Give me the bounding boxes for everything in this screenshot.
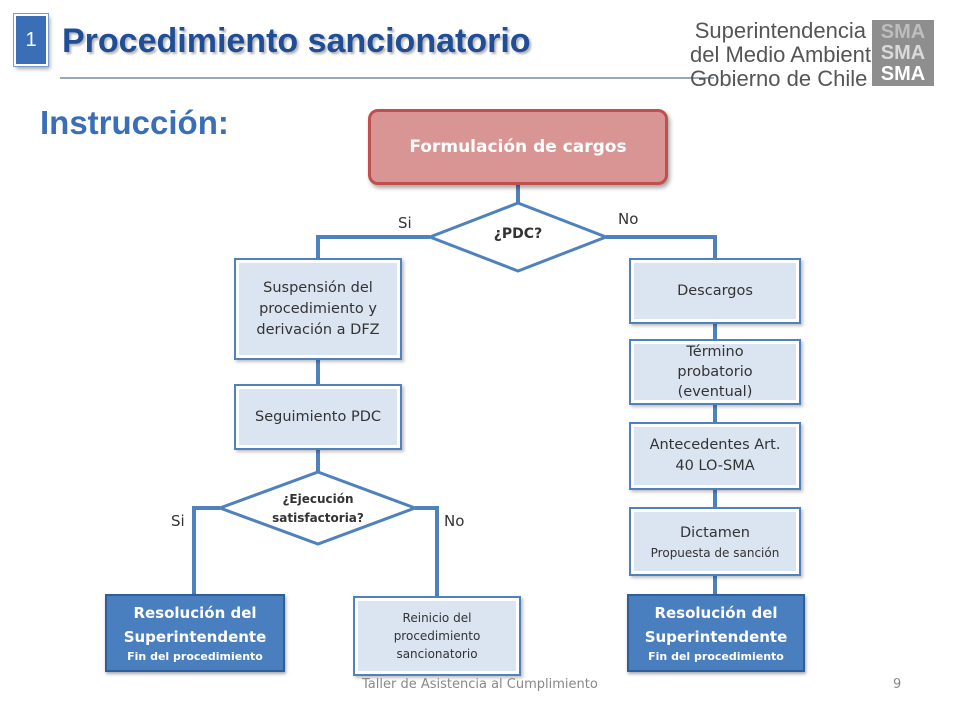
- suspension-line-3: derivación a DFZ: [256, 321, 380, 338]
- ejecucion-question-label: ¿Ejecución satisfactoria?: [240, 490, 396, 528]
- ejecucion-line-2: satisfactoria?: [272, 511, 364, 525]
- logo-mark-1: SMA: [880, 20, 926, 43]
- slide-number-badge: 1: [14, 14, 48, 66]
- termino-line-3: (eventual): [677, 384, 753, 400]
- resolucion-left-sub: Fin del procedimiento: [127, 650, 263, 663]
- resolucion-right-line-2: Superintendente: [644, 628, 788, 646]
- suspension-line-1: Suspensión del: [263, 279, 373, 296]
- formulacion-de-cargos-node: Formulación de cargos: [368, 109, 668, 185]
- pdc-question-label: ¿PDC?: [493, 226, 543, 242]
- footer-text: Taller de Asistencia al Cumplimiento: [362, 677, 598, 692]
- pdc-diamond: [425, 201, 611, 273]
- antecedentes-line-2: 40 LO-SMA: [675, 458, 755, 474]
- suspension-node: Suspensión del procedimiento y derivació…: [234, 258, 402, 360]
- logo-line-3: Gobierno de Chile: [690, 66, 868, 91]
- title-divider: [60, 77, 714, 79]
- reinicio-line-3: sancionatorio: [396, 647, 478, 661]
- resolucion-left-line-2: Superintendente: [123, 628, 267, 646]
- resolucion-right-node: Resolución del Superintendente Fin del p…: [627, 594, 805, 672]
- ejecucion-yes-label: Si: [171, 512, 185, 530]
- logo-mark-2: SMA: [880, 41, 926, 64]
- descargos-node: Descargos: [629, 258, 801, 324]
- connector-ejecucion-no: [415, 506, 439, 596]
- section-title: Instrucción:: [40, 104, 229, 141]
- reinicio-line-2: procedimiento: [393, 629, 481, 643]
- suspension-line-2: procedimiento y: [259, 300, 377, 317]
- connector-pdc-yes: [316, 235, 430, 258]
- reinicio-node: Reinicio del procedimiento sancionatorio: [353, 596, 521, 676]
- connector-ejecucion-yes: [192, 506, 220, 594]
- logo-mark-3: SMA: [880, 62, 926, 85]
- pdc-yes-label: Si: [398, 214, 412, 232]
- antecedentes-node: Antecedentes Art. 40 LO-SMA: [629, 422, 801, 490]
- ejecucion-line-1: ¿Ejecución: [282, 492, 354, 506]
- page-number: 9: [893, 677, 902, 692]
- page-title: Procedimiento sancionatorio: [62, 22, 531, 60]
- sma-logo: SMA SMA SMA: [872, 20, 934, 86]
- dictamen-title: Dictamen: [680, 524, 750, 541]
- resolucion-left-line-1: Resolución del: [133, 604, 257, 622]
- termino-line-2: probatorio: [677, 364, 753, 380]
- termino-line-1: Término: [686, 344, 744, 360]
- dictamen-node: Dictamen Propuesta de sanción: [629, 507, 801, 576]
- antecedentes-line-1: Antecedentes Art.: [649, 437, 781, 453]
- resolucion-right-line-1: Resolución del: [654, 604, 778, 622]
- logo-line-1: Superintendencia: [694, 18, 866, 43]
- ejecucion-diamond: [215, 470, 420, 546]
- dictamen-sub: Propuesta de sanción: [650, 545, 780, 560]
- ejecucion-no-label: No: [444, 512, 465, 530]
- seguimiento-label: Seguimiento PDC: [254, 408, 381, 425]
- resolucion-right-sub: Fin del procedimiento: [648, 650, 784, 663]
- connector-pdc-no: [606, 235, 717, 258]
- logo-line-2: del Medio Ambiente: [690, 42, 884, 67]
- descargos-label: Descargos: [677, 282, 753, 299]
- seguimiento-pdc-node: Seguimiento PDC: [234, 384, 402, 450]
- termino-probatorio-node: Término probatorio (eventual): [629, 339, 801, 405]
- reinicio-line-1: Reinicio del: [402, 611, 472, 625]
- pdc-no-label: No: [618, 210, 639, 228]
- resolucion-left-node: Resolución del Superintendente Fin del p…: [105, 594, 285, 672]
